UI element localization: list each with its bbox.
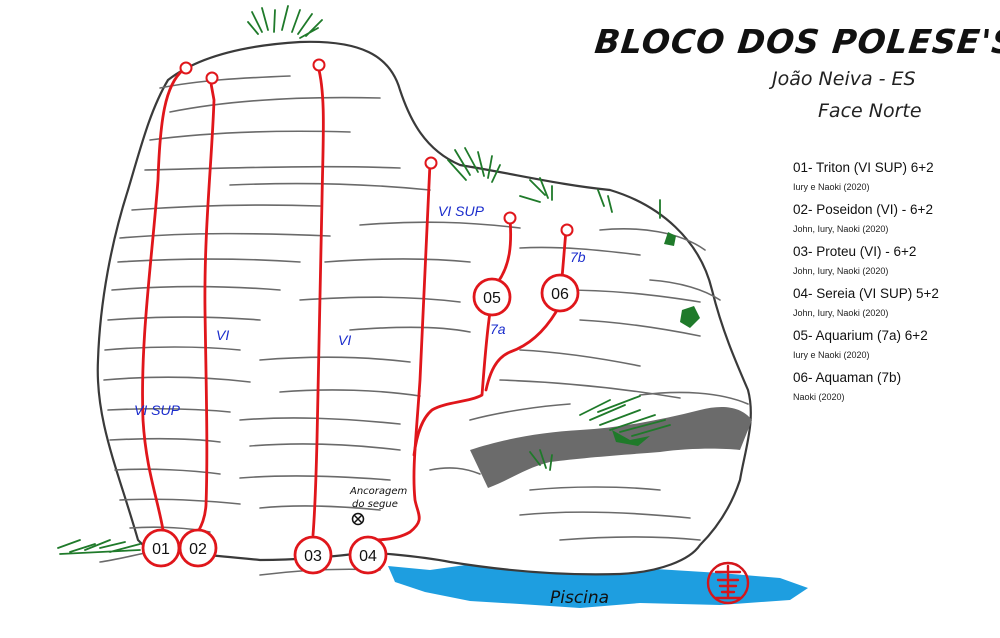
route-lines xyxy=(141,64,568,542)
belay-anchor-icon xyxy=(351,512,365,526)
route-name: 02- Poseidon (VI) - 6+2 xyxy=(793,202,933,217)
route-line-01 xyxy=(141,68,185,532)
location-subtitle: João Neiva - ES xyxy=(772,68,916,90)
route-authors: John, Iury, Naoki (2020) xyxy=(793,308,889,318)
svg-text:04: 04 xyxy=(359,548,377,565)
svg-text:05: 05 xyxy=(483,290,501,307)
route-authors: John, Iury, Naoki (2020) xyxy=(793,224,889,234)
route-line-05 xyxy=(412,216,513,457)
belay-anchor: Ancoragem do segue xyxy=(349,486,408,526)
face-subtitle: Face Norte xyxy=(818,100,922,122)
route-line-04 xyxy=(370,161,432,542)
route-name: 03- Proteu (VI) - 6+2 xyxy=(793,244,917,259)
svg-text:01: 01 xyxy=(152,541,170,558)
route-marker-01: 01 xyxy=(141,528,181,568)
route-marker-02: 02 xyxy=(178,528,218,568)
route-marker-03: 03 xyxy=(293,535,333,575)
route-name: 01- Triton (VI SUP) 6+2 xyxy=(793,160,934,175)
route-marker-04: 04 xyxy=(348,535,388,575)
route-authors: John, Iury, Naoki (2020) xyxy=(793,266,889,276)
svg-text:Ancoragem: Ancoragem xyxy=(349,486,408,497)
route-list-item: 02- Poseidon (VI) - 6+2 John, Iury, Naok… xyxy=(793,202,993,234)
grade-label-05: 7a xyxy=(490,321,506,337)
vegetation xyxy=(57,5,671,555)
anchor-route-01 xyxy=(179,61,193,75)
grade-label-01: VI SUP xyxy=(134,402,181,418)
route-line-02 xyxy=(196,76,216,534)
author-seal-logo xyxy=(706,561,750,605)
route-list-item: 03- Proteu (VI) - 6+2 John, Iury, Naoki … xyxy=(793,244,993,276)
rock-texture xyxy=(99,75,749,576)
route-markers: 01 02 03 04 05 06 xyxy=(141,273,580,575)
svg-text:do segue: do segue xyxy=(352,499,398,510)
anchor-route-04 xyxy=(424,156,438,170)
route-authors: Iury e Naoki (2020) xyxy=(793,182,870,192)
lichen-patches xyxy=(612,232,700,446)
svg-text:03: 03 xyxy=(304,548,322,565)
route-name: 06- Aquaman (7b) xyxy=(793,370,902,385)
anchor-route-02 xyxy=(205,71,219,85)
grade-label-02: VI xyxy=(216,327,229,343)
anchor-route-05 xyxy=(503,211,517,225)
anchor-route-06 xyxy=(560,223,574,237)
svg-text:02: 02 xyxy=(189,541,207,558)
route-list-item: 05- Aquarium (7a) 6+2 Iury e Naoki (2020… xyxy=(793,328,993,360)
route-name: 05- Aquarium (7a) 6+2 xyxy=(793,328,928,343)
overhang-shadow xyxy=(470,407,752,488)
grade-label-06: 7b xyxy=(570,249,586,265)
page-title: BLOCO DOS POLESE'S xyxy=(592,22,1000,61)
pool xyxy=(388,563,808,608)
pool-label: Piscina xyxy=(550,588,609,608)
grade-label-03: VI xyxy=(338,332,351,348)
route-marker-05: 05 xyxy=(472,277,512,317)
route-list-item: 04- Sereia (VI SUP) 5+2 John, Iury, Naok… xyxy=(793,286,993,318)
grade-labels: VI SUP VI VI VI SUP 7a 7b xyxy=(134,203,586,418)
route-marker-06: 06 xyxy=(540,273,580,313)
route-anchors xyxy=(179,58,574,237)
grade-label-04: VI SUP xyxy=(438,203,485,219)
route-list-item: 01- Triton (VI SUP) 6+2 Iury e Naoki (20… xyxy=(793,160,993,192)
anchor-route-03 xyxy=(312,58,326,72)
route-list-item: 06- Aquaman (7b) Naoki (2020) xyxy=(793,370,993,402)
route-authors: Naoki (2020) xyxy=(793,392,845,402)
route-list: 01- Triton (VI SUP) 6+2 Iury e Naoki (20… xyxy=(793,160,993,412)
route-line-03 xyxy=(311,64,325,537)
svg-text:06: 06 xyxy=(551,286,569,303)
route-name: 04- Sereia (VI SUP) 5+2 xyxy=(793,286,939,301)
route-line-06 xyxy=(484,228,568,392)
route-authors: Iury e Naoki (2020) xyxy=(793,350,870,360)
